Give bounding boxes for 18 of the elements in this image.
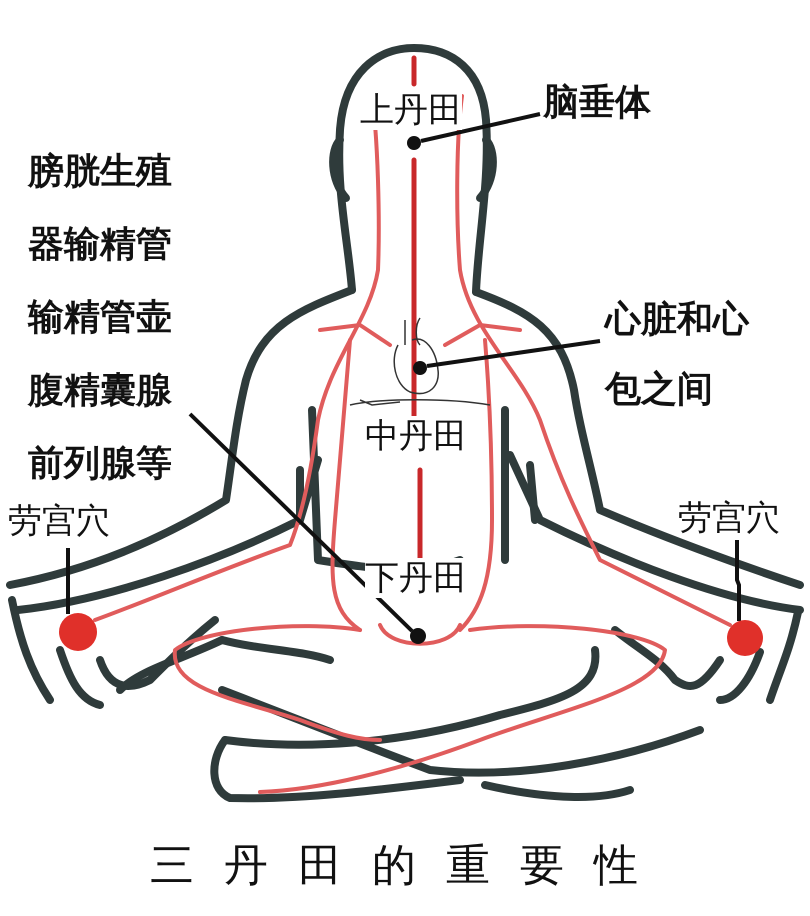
caption: 三丹田的重要性 [150,839,668,893]
acupoint-spot [59,613,97,651]
point-marker [410,628,426,644]
point-marker [413,361,427,375]
point-label: 下丹田 [365,558,467,598]
callout-text: 心脏和心包之间 [605,285,755,425]
point-marker [407,136,421,150]
point-label: 上丹田 [360,90,462,130]
callout-text: 劳宫穴 [678,495,803,541]
leader-line [420,112,540,143]
callout-text: 膀胱生殖器输精管输精管壶腹精囊腺前列腺等 [28,135,178,500]
acupoint-spot [727,620,763,656]
leader-line [66,548,70,614]
callout-text: 脑垂体 [543,78,673,127]
callout-text: 劳宫穴 [8,498,133,544]
leader-line [735,540,741,621]
leader-line [188,412,414,632]
leader-line [426,339,600,368]
